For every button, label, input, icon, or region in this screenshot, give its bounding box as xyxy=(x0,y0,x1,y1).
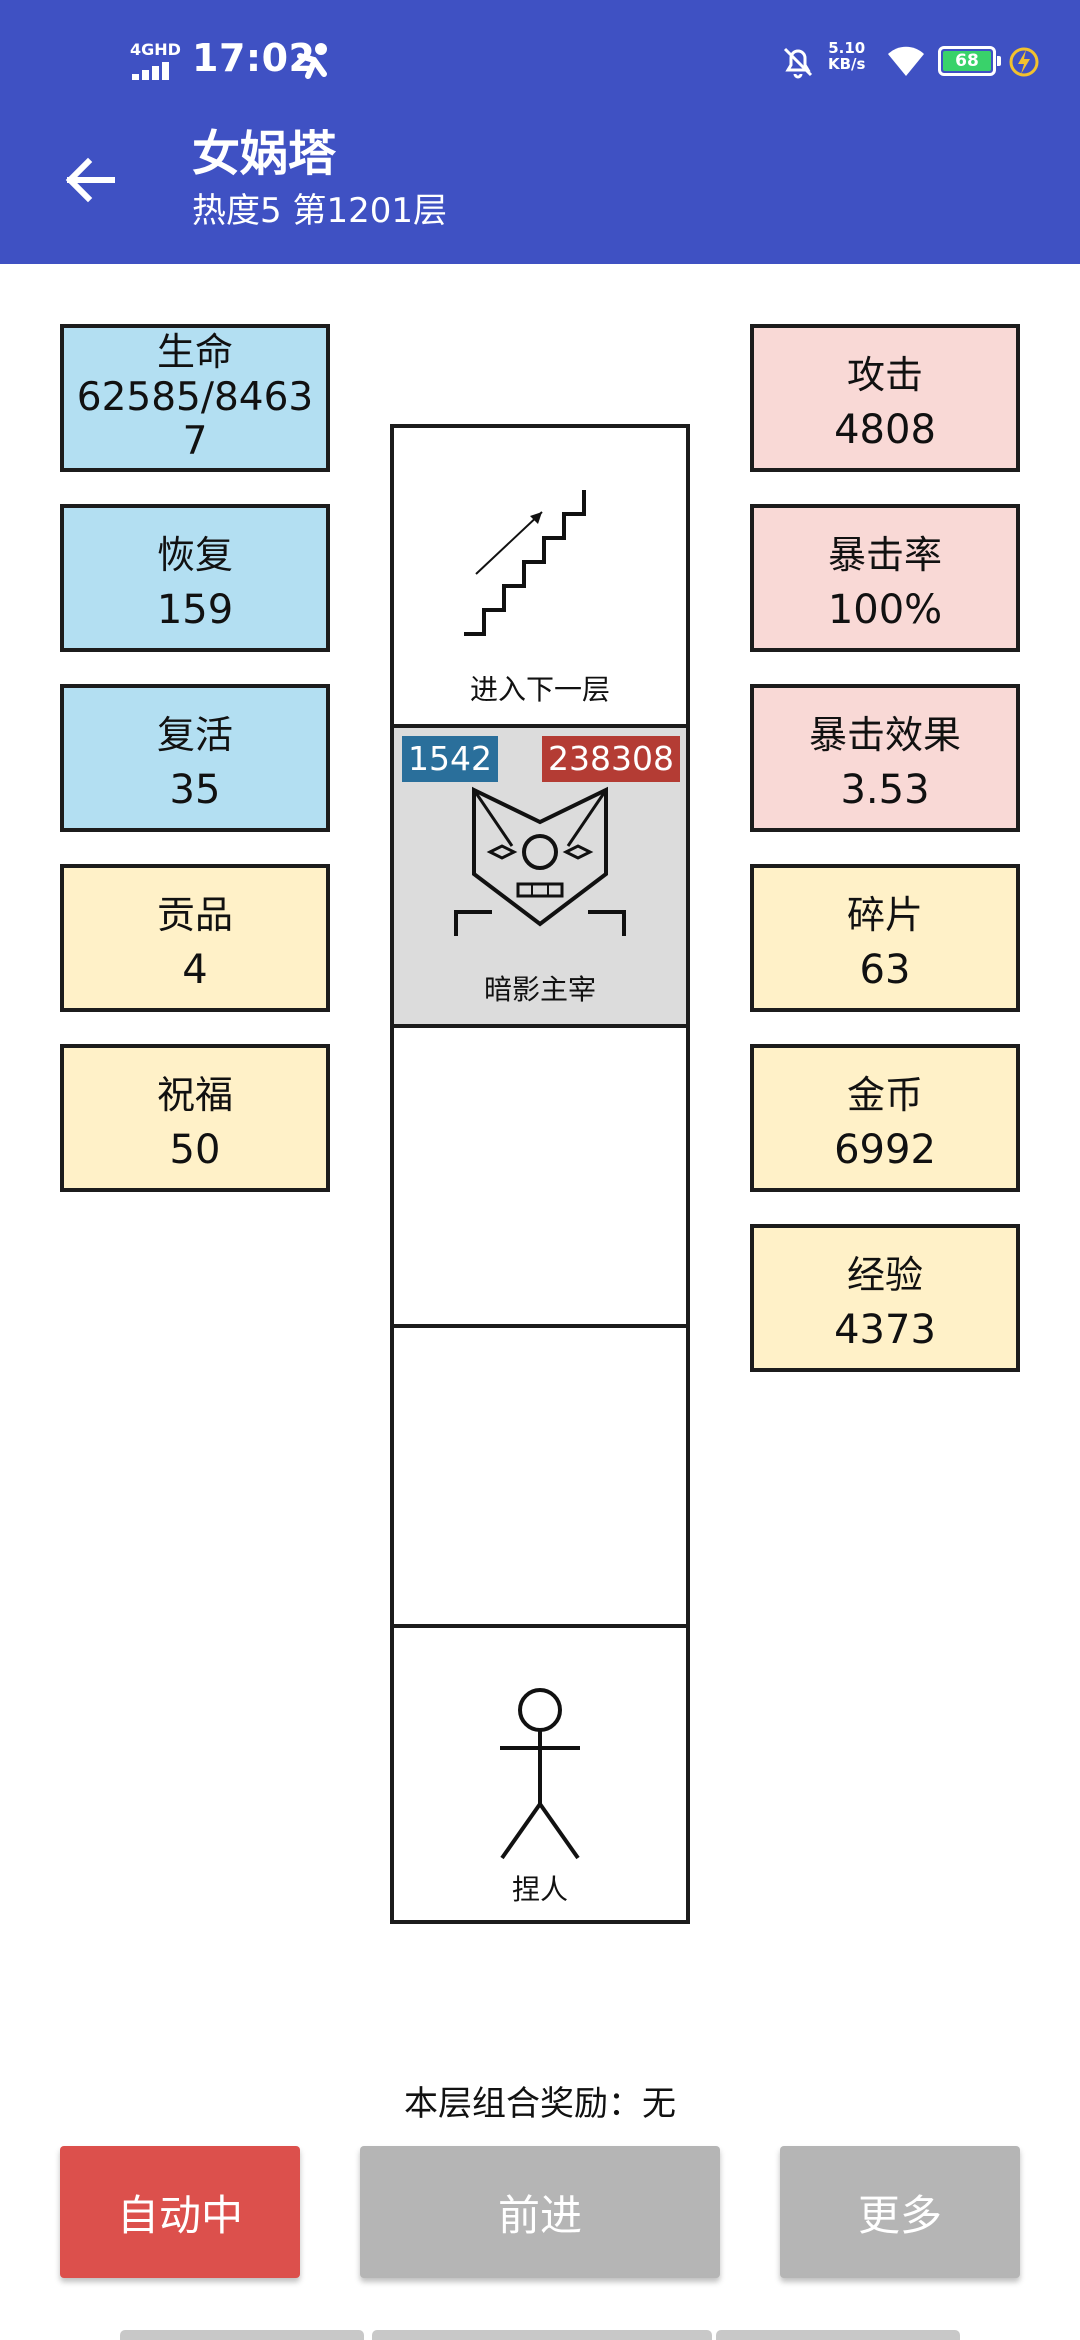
signal-icon xyxy=(132,60,182,80)
more-button[interactable]: 更多 xyxy=(780,2146,1020,2278)
tower-cell-enemy[interactable]: 1542 238308 暗影主宰 xyxy=(394,728,686,1028)
status-time: 17:02 xyxy=(192,36,316,80)
stat-crit-rate: 暴击率 100% xyxy=(750,504,1020,652)
tower-cell-empty-2 xyxy=(394,1328,686,1628)
next-floor-label: 进入下一层 xyxy=(469,673,610,706)
enemy-name: 暗影主宰 xyxy=(483,973,596,1006)
person-status-icon xyxy=(297,43,327,79)
forward-button[interactable]: 前进 xyxy=(360,2146,720,2278)
shadow-lord-icon xyxy=(454,786,626,936)
stat-recovery: 恢复 159 xyxy=(60,504,330,652)
nav-bar-segment-3 xyxy=(716,2330,960,2340)
stat-revive: 复活 35 xyxy=(60,684,330,832)
stat-life: 生命 62585/84637 xyxy=(60,324,330,472)
stat-blessing: 祝福 50 xyxy=(60,1044,330,1192)
tower-column: 进入下一层 1542 238308 暗影主宰 捏人 xyxy=(390,424,690,1924)
player-label: 捏人 xyxy=(511,1873,568,1906)
stat-gold: 金币 6992 xyxy=(750,1044,1020,1192)
bell-off-icon xyxy=(783,47,813,79)
charging-icon xyxy=(1009,47,1039,77)
auto-button[interactable]: 自动中 xyxy=(60,2146,300,2278)
stat-experience: 经验 4373 xyxy=(750,1224,1020,1372)
combo-reward-text: 本层组合奖励：无 xyxy=(404,2084,676,2124)
stat-offering: 贡品 4 xyxy=(60,864,330,1012)
battery-level: 68 xyxy=(943,51,991,71)
tower-cell-next-floor[interactable]: 进入下一层 xyxy=(394,428,686,728)
battery-icon: 68 xyxy=(938,46,1001,76)
page-title: 女娲塔 xyxy=(192,126,337,182)
network-speed: 5.10 KB/s xyxy=(828,39,866,73)
stairs-icon xyxy=(464,490,586,636)
stat-attack: 攻击 4808 xyxy=(750,324,1020,472)
page-subtitle: 热度5 第1201层 xyxy=(192,191,447,231)
back-arrow-icon[interactable] xyxy=(60,150,120,210)
enemy-attack-badge: 238308 xyxy=(542,736,680,782)
tower-cell-empty-1 xyxy=(394,1028,686,1328)
status-right: 5.10 KB/s 68 xyxy=(780,34,1040,90)
wifi-icon xyxy=(888,46,924,76)
enemy-hp-badge: 1542 xyxy=(402,736,498,782)
stat-fragments: 碎片 63 xyxy=(750,864,1020,1012)
tower-cell-player[interactable]: 捏人 xyxy=(394,1628,686,1924)
network-type: 4GHD xyxy=(130,40,181,59)
status-bar: 4GHD 17:02 5.10 KB/s 68 xyxy=(130,34,1040,90)
nav-bar-segment-1 xyxy=(120,2330,364,2340)
stat-crit-effect: 暴击效果 3.53 xyxy=(750,684,1020,832)
app-header: 4GHD 17:02 5.10 KB/s 68 xyxy=(0,0,1080,264)
stick-figure-icon xyxy=(500,1688,580,1860)
nav-bar-segment-2 xyxy=(372,2330,712,2340)
